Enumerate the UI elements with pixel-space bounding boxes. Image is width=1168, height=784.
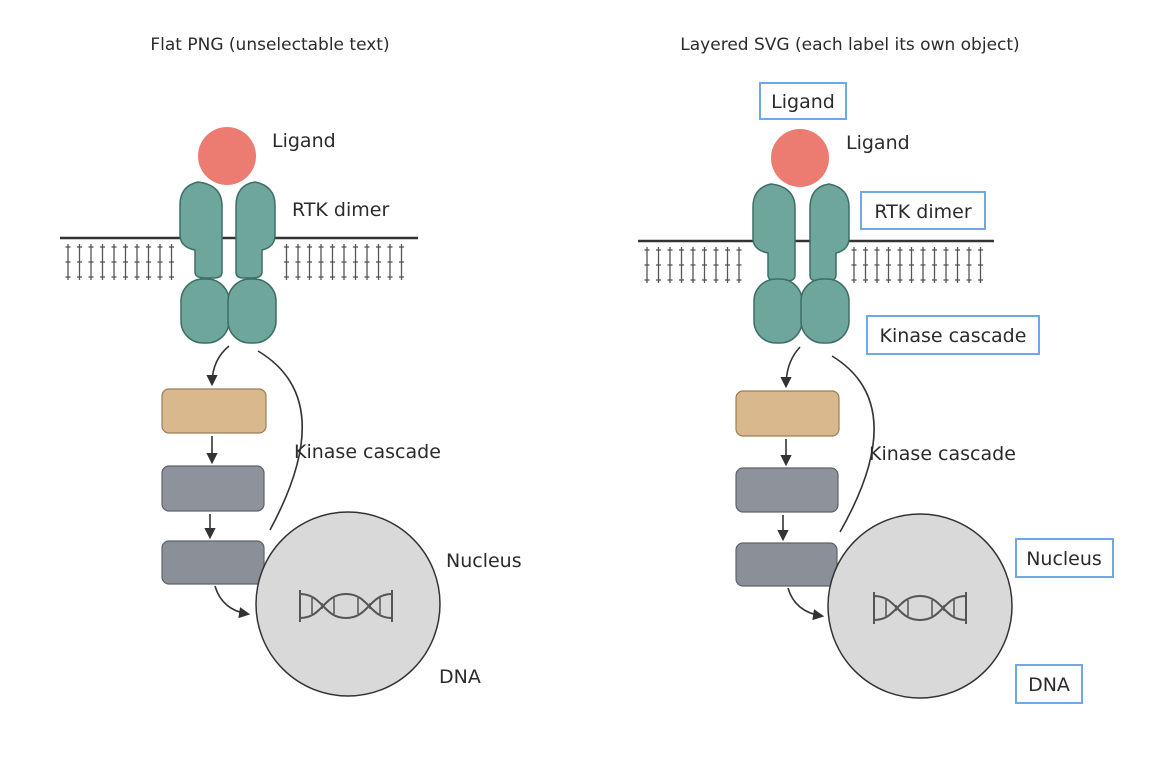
left-panel: Flat PNG (unselectable text) <box>60 35 522 697</box>
left-receptor-kinase-right <box>227 278 277 344</box>
left-label-ligand: Ligand <box>272 130 336 152</box>
left-arrow-4 <box>214 585 251 619</box>
right-boxed-label-dna-text: DNA <box>1028 674 1070 696</box>
left-nucleus <box>255 511 441 697</box>
right-ligand-circle <box>771 129 829 187</box>
left-label-dna: DNA <box>439 666 481 688</box>
right-boxed-label-dna-frame <box>1015 664 1083 704</box>
left-label-nucleus: Nucleus <box>446 550 522 572</box>
left-membrane-lipids <box>65 244 404 280</box>
right-boxed-label-rtk-dimer-frame <box>860 191 986 230</box>
left-kinase-box-1 <box>161 388 267 434</box>
right-membrane-lipids <box>644 247 983 283</box>
left-kinase-box-3 <box>161 540 265 585</box>
left-label-kinase-cascade: Kinase cascade <box>294 441 441 463</box>
right-panel: Layered SVG (each label its own object) <box>638 35 1114 704</box>
right-receptor-arm-left <box>752 183 796 282</box>
right-nucleus <box>827 513 1013 699</box>
right-boxed-label-kinase-cascade-frame <box>866 315 1040 355</box>
left-arrows <box>204 345 304 619</box>
left-ligand-circle <box>198 127 256 185</box>
right-label-kinase-cascade: Kinase cascade <box>869 443 1016 465</box>
right-kinase-box-2 <box>735 467 839 513</box>
left-dna-icon <box>299 590 393 622</box>
right-receptor-kinase-left <box>753 278 803 344</box>
right-arrows <box>777 346 875 621</box>
right-rtk-dimer <box>752 183 850 344</box>
right-arrow-1 <box>780 346 801 389</box>
left-receptor-kinase-left <box>180 278 230 344</box>
right-receptor-kinase-right <box>800 278 850 344</box>
right-boxed-label-rtk-dimer[interactable]: RTK dimer <box>860 191 986 230</box>
left-panel-title: Flat PNG (unselectable text) <box>150 35 389 55</box>
left-receptor-arm-left <box>179 181 223 279</box>
right-receptor-arm-right <box>809 183 850 282</box>
right-dna-icon <box>873 592 967 624</box>
left-kinase-box-2 <box>161 465 265 512</box>
left-label-rtk-dimer: RTK dimer <box>292 199 389 221</box>
right-bracket-curve <box>831 355 875 533</box>
left-rtk-dimer <box>179 181 277 344</box>
right-boxed-label-dna[interactable]: DNA <box>1015 664 1083 704</box>
right-boxed-label-ligand-frame <box>759 82 847 120</box>
right-arrow-4 <box>787 587 825 621</box>
right-boxed-label-ligand[interactable]: Ligand <box>759 82 847 120</box>
right-membrane <box>638 239 994 283</box>
right-kinase-box-3 <box>735 542 838 587</box>
left-bracket-curve <box>257 350 304 531</box>
right-boxed-label-kinase-cascade-text: Kinase cascade <box>880 325 1027 347</box>
right-boxed-label-nucleus-frame <box>1015 538 1114 578</box>
left-receptor-arm-right <box>235 181 276 279</box>
left-arrow-1 <box>206 345 230 387</box>
right-label-ligand: Ligand <box>846 132 910 154</box>
left-membrane <box>60 236 418 280</box>
right-boxed-label-kinase-cascade[interactable]: Kinase cascade <box>866 315 1040 355</box>
right-panel-title: Layered SVG (each label its own object) <box>680 35 1019 55</box>
right-boxed-label-nucleus-text: Nucleus <box>1026 548 1102 570</box>
right-kinase-box-1 <box>735 390 840 437</box>
right-boxed-label-ligand-text: Ligand <box>771 91 835 113</box>
right-boxed-label-rtk-dimer-text: RTK dimer <box>874 201 971 223</box>
right-boxed-label-nucleus[interactable]: Nucleus <box>1015 538 1114 578</box>
